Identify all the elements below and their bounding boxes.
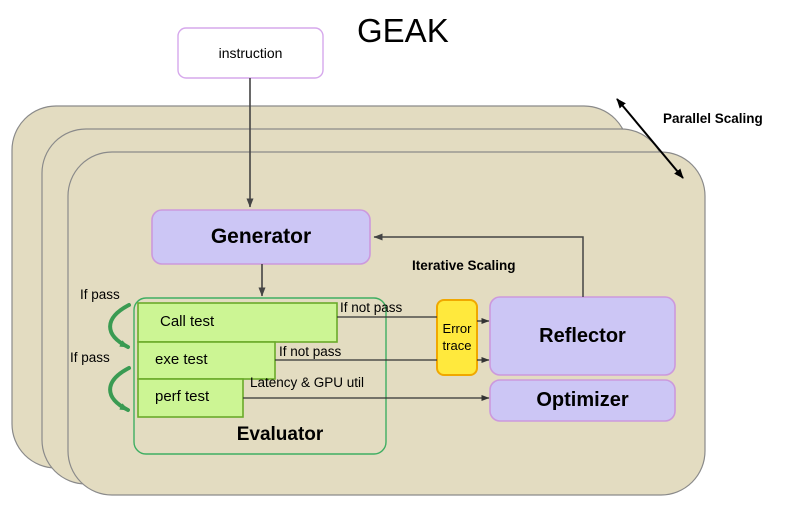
reflector-label: Reflector [539, 325, 626, 347]
instruction-label: instruction [218, 45, 283, 61]
evaluator-label: Evaluator [236, 424, 324, 445]
error-trace-label: Error trace [437, 300, 477, 375]
optimizer-label: Optimizer [536, 389, 629, 411]
if-pass-exe-arrow [108, 366, 131, 412]
call-test-label: Call test [160, 313, 215, 330]
exe-test-label: exe test [155, 351, 208, 368]
generator-label: Generator [210, 225, 312, 248]
generator-box[interactable] [151, 209, 371, 265]
error-trace-line1: Error [442, 321, 472, 337]
if-pass-exe-label: If pass [70, 350, 110, 365]
error-trace-line2: trace [442, 337, 472, 353]
call-test-box[interactable] [137, 302, 338, 343]
if-not-pass-exe-label: If not pass [279, 344, 342, 359]
if-pass-call-arrow [108, 303, 131, 349]
iterative-scaling-label: Iterative Scaling [412, 258, 516, 273]
if-not-pass-call-label: If not pass [340, 300, 403, 315]
perf-test-box[interactable] [137, 378, 244, 418]
parallel-scaling-arrow [616, 98, 684, 179]
latency-gpu-util-label: Latency & GPU util [250, 375, 365, 390]
perf-test-label: perf test [155, 388, 210, 405]
if-pass-call-label: If pass [80, 287, 120, 302]
parallel-scaling-label: Parallel Scaling [663, 111, 763, 126]
evaluator-box[interactable] [133, 297, 387, 455]
page-title: GEAK [357, 12, 449, 49]
reflector-to-generator-feedback-arrow [373, 233, 584, 297]
error-trace-box[interactable] [436, 299, 478, 376]
exe-test-box[interactable] [137, 341, 276, 380]
optimizer-box[interactable] [489, 379, 676, 422]
